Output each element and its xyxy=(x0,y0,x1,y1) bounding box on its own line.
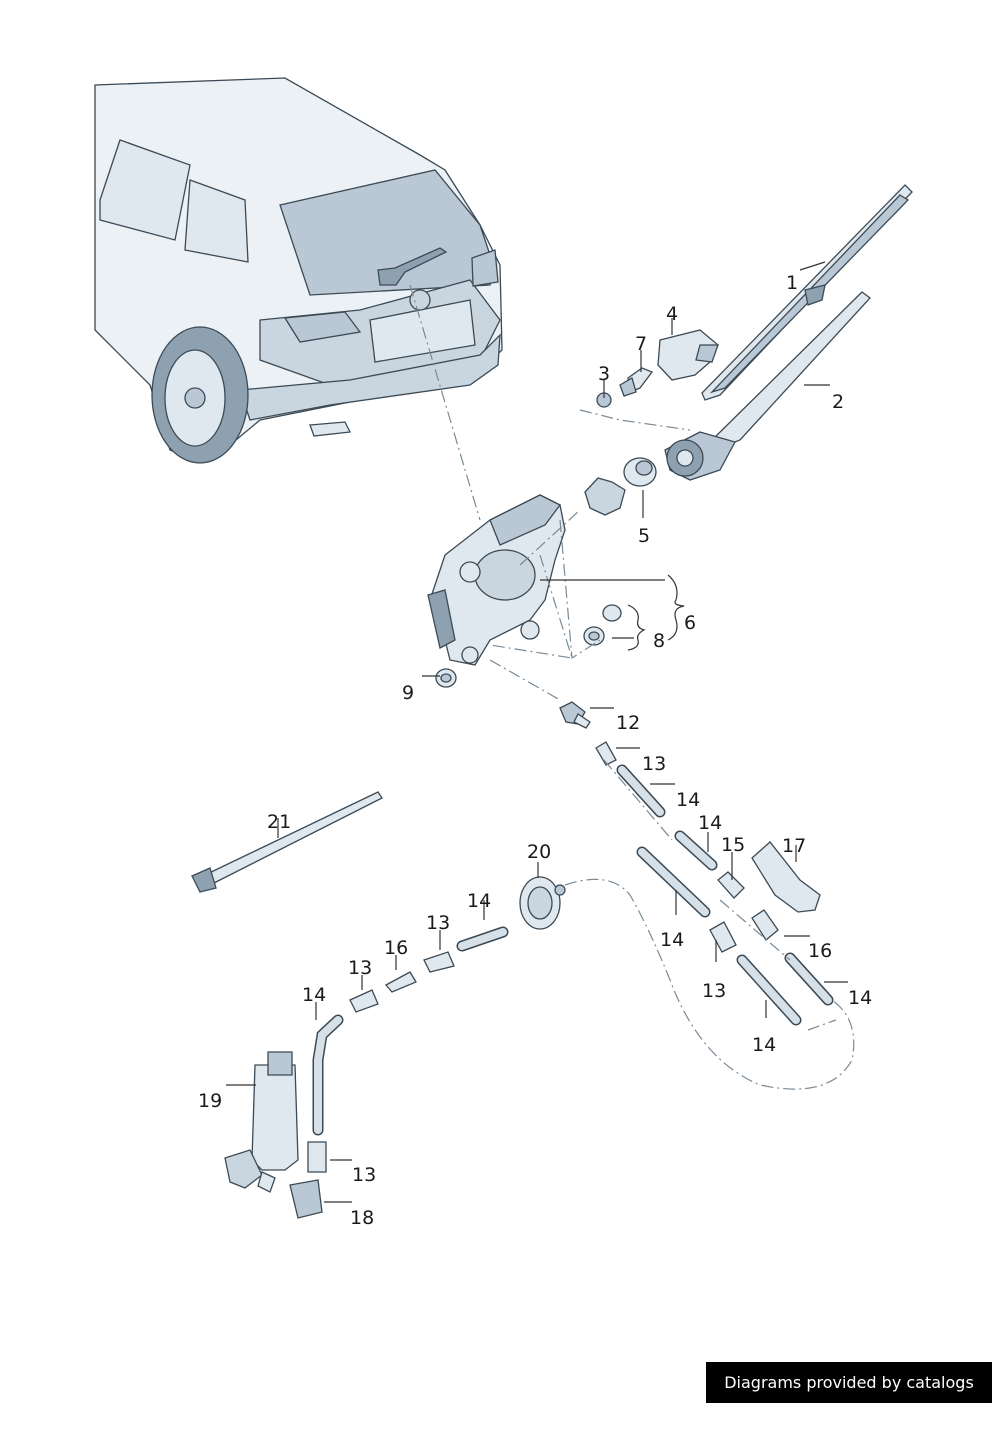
callout-9: 9 xyxy=(402,682,414,704)
callout-20: 20 xyxy=(527,841,551,863)
callout-14d: 14 xyxy=(848,987,872,1009)
callout-14b: 14 xyxy=(698,812,722,834)
callout-7: 7 xyxy=(635,333,647,355)
callout-13c: 13 xyxy=(426,912,450,934)
callout-4: 4 xyxy=(666,303,678,325)
callout-3: 3 xyxy=(598,363,610,385)
callout-8: 8 xyxy=(653,630,665,652)
washer-line-upper xyxy=(559,701,834,1026)
assembly-lines xyxy=(409,284,855,1090)
grommets xyxy=(435,604,622,688)
callout-15: 15 xyxy=(721,834,745,856)
callout-2: 2 xyxy=(832,391,844,413)
credit-banner: Diagrams provided by catalogs parts xyxy=(706,1362,992,1433)
callout-14f: 14 xyxy=(467,890,491,912)
callout-16a: 16 xyxy=(808,940,832,962)
callout-21: 21 xyxy=(267,811,291,833)
small-parts-upper xyxy=(584,329,719,516)
callout-14a: 14 xyxy=(676,789,700,811)
callout-18: 18 xyxy=(350,1207,374,1229)
callout-labels: 1 2 3 4 5 6 7 8 9 12 13 14 14 15 17 14 1… xyxy=(198,272,872,1229)
callout-14c: 14 xyxy=(660,929,684,951)
callout-17: 17 xyxy=(782,835,806,857)
protective-sleeve xyxy=(751,841,821,913)
callout-13a: 13 xyxy=(642,753,666,775)
leader-lines xyxy=(226,261,848,1203)
callout-14e: 14 xyxy=(752,1034,776,1056)
parts-diagram: 1 2 3 4 5 6 7 8 9 12 13 14 14 15 17 14 1… xyxy=(94,77,913,1229)
callout-16b: 16 xyxy=(384,937,408,959)
callout-19: 19 xyxy=(198,1090,222,1112)
callout-13d: 13 xyxy=(348,957,372,979)
callout-13b: 13 xyxy=(702,980,726,1002)
callout-13e: 13 xyxy=(352,1164,376,1186)
washer-pump xyxy=(224,1051,323,1219)
wiper-blade xyxy=(701,184,913,401)
callout-12: 12 xyxy=(616,712,640,734)
callout-6: 6 xyxy=(684,612,696,634)
washer-line-lower xyxy=(307,926,509,1173)
vehicle-illustration xyxy=(94,77,503,464)
callout-5: 5 xyxy=(638,525,650,547)
filter-valve xyxy=(519,876,566,930)
callout-1: 1 xyxy=(786,272,798,294)
wiper-arm xyxy=(664,291,871,481)
callout-14g: 14 xyxy=(302,984,326,1006)
cable-tie xyxy=(191,791,383,893)
